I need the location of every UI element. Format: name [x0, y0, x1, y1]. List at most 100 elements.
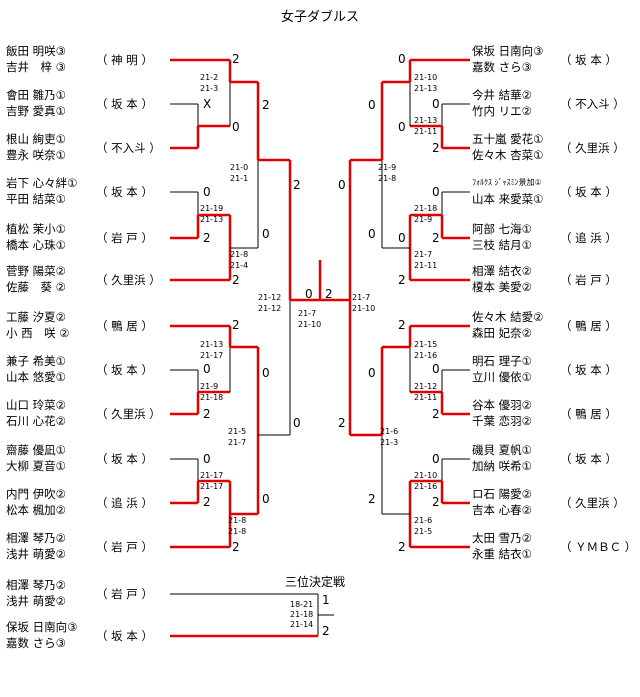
club-label: 不入斗 [575, 97, 610, 111]
score-label: 0 [398, 120, 406, 134]
score-label: 0 [368, 366, 376, 380]
game-score-label: 21-12 [258, 293, 281, 302]
score-label: 2 [398, 273, 406, 287]
club-label: 鴨 居 [111, 319, 138, 333]
team-players: 五十嵐 愛花① 佐々木 杏菜① [472, 131, 543, 163]
paren-open: （ [96, 273, 112, 287]
player-name: 根山 絢吏① [6, 132, 66, 146]
player-name: 保坂 日南向③ [6, 620, 78, 634]
club-name: （ 追 浜 ） [96, 495, 153, 511]
player-name: 千葉 恋羽② [472, 414, 532, 428]
club-label: 久里浜 [111, 273, 146, 287]
game-score-label: 21-13 [414, 116, 437, 125]
player-name: 五十嵐 愛花① [472, 132, 544, 146]
game-score-label: 21-17 [200, 351, 223, 360]
score-label: 0 [293, 416, 301, 430]
paren-open: （ [96, 97, 112, 111]
player-name: ﾌｫﾙｸｽ ｼﾞｬｽﾐﾝ景加① [472, 178, 542, 187]
paren-close: ） [601, 319, 617, 333]
player-name: 内門 伊吹② [6, 487, 66, 501]
paren-open: （ [560, 452, 576, 466]
paren-close: ） [137, 629, 153, 643]
player-name: 相澤 琴乃② [6, 578, 66, 592]
paren-close: ） [137, 540, 153, 554]
club-name: （ 坂 本 ） [96, 628, 153, 644]
club-label: ＹＭＢＣ [575, 540, 622, 554]
game-score-label: 21-11 [414, 393, 437, 402]
club-label: 坂 本 [575, 185, 602, 199]
score-label: 2 [232, 318, 240, 332]
score-label: 0 [432, 452, 440, 466]
player-name: 森田 妃奈② [472, 326, 532, 340]
player-name: 太田 雪乃② [472, 531, 532, 545]
game-score-label: 21-8 [230, 250, 248, 259]
player-name: 阿部 七海① [472, 222, 532, 236]
game-score-label: 21-17 [200, 471, 223, 480]
player-name: 嘉数 さら③ [472, 60, 532, 74]
score-label: 2 [232, 540, 240, 554]
player-name: 兼子 希美① [6, 354, 66, 368]
score-label: 2 [398, 318, 406, 332]
player-name: 今井 結華② [472, 88, 532, 102]
game-score-label: 21-4 [230, 261, 248, 270]
paren-open: （ [560, 97, 576, 111]
club-name: （ 不入斗 ） [560, 96, 625, 112]
club-name: （ 坂 本 ） [560, 184, 617, 200]
player-name: 齋藤 優凪① [6, 443, 66, 457]
game-score-label: 21-7 [414, 250, 432, 259]
club-name: （ 神 明 ） [96, 52, 153, 68]
paren-open: （ [560, 319, 576, 333]
game-score-label: 21-9 [414, 215, 432, 224]
game-score-label: 21-10 [352, 304, 375, 313]
score-label: 0 [432, 185, 440, 199]
game-score-label: 21-18 [414, 204, 437, 213]
game-score-label: 21-7 [228, 438, 246, 447]
player-name: ロ石 陽愛② [472, 487, 532, 501]
paren-close: ） [137, 587, 153, 601]
player-name: 佐々木 杏菜① [472, 148, 544, 162]
paren-close: ） [137, 185, 153, 199]
paren-open: （ [560, 407, 576, 421]
paren-close: ） [137, 363, 153, 377]
player-name: 飯田 明咲③ [6, 44, 66, 58]
player-name: 橋本 心珠① [6, 238, 66, 252]
game-score-label: 21-6 [414, 516, 432, 525]
player-name: 工藤 汐夏② [6, 310, 66, 324]
score-label: 0 [398, 52, 406, 66]
player-name: 榎本 美愛② [472, 280, 532, 294]
paren-close: ） [137, 231, 153, 245]
score-label: 2 [432, 407, 440, 421]
club-name: （ 久里浜 ） [96, 406, 161, 422]
paren-open: （ [96, 587, 112, 601]
club-label: 不入斗 [111, 141, 146, 155]
game-score-label: 21-6 [380, 427, 398, 436]
club-name: （ 鴨 居 ） [560, 318, 617, 334]
club-name: （ ＹＭＢＣ ） [560, 539, 636, 555]
club-name: （ 坂 本 ） [96, 96, 153, 112]
score-label: 0 [262, 227, 270, 241]
club-label: 岩 戸 [111, 587, 138, 601]
game-score-label: 21-7 [352, 293, 370, 302]
club-label: 久里浜 [575, 141, 610, 155]
club-name: （ 久里浜 ） [560, 495, 625, 511]
score-label: 2 [262, 98, 270, 112]
paren-close: ） [609, 496, 625, 510]
paren-close: ） [137, 97, 153, 111]
score-label: 2 [398, 540, 406, 554]
club-label: 久里浜 [575, 496, 610, 510]
game-score-label: 21-19 [200, 204, 223, 213]
club-label: 坂 本 [575, 53, 602, 67]
club-label: 追 浜 [111, 496, 138, 510]
score-label: 0 [432, 362, 440, 376]
